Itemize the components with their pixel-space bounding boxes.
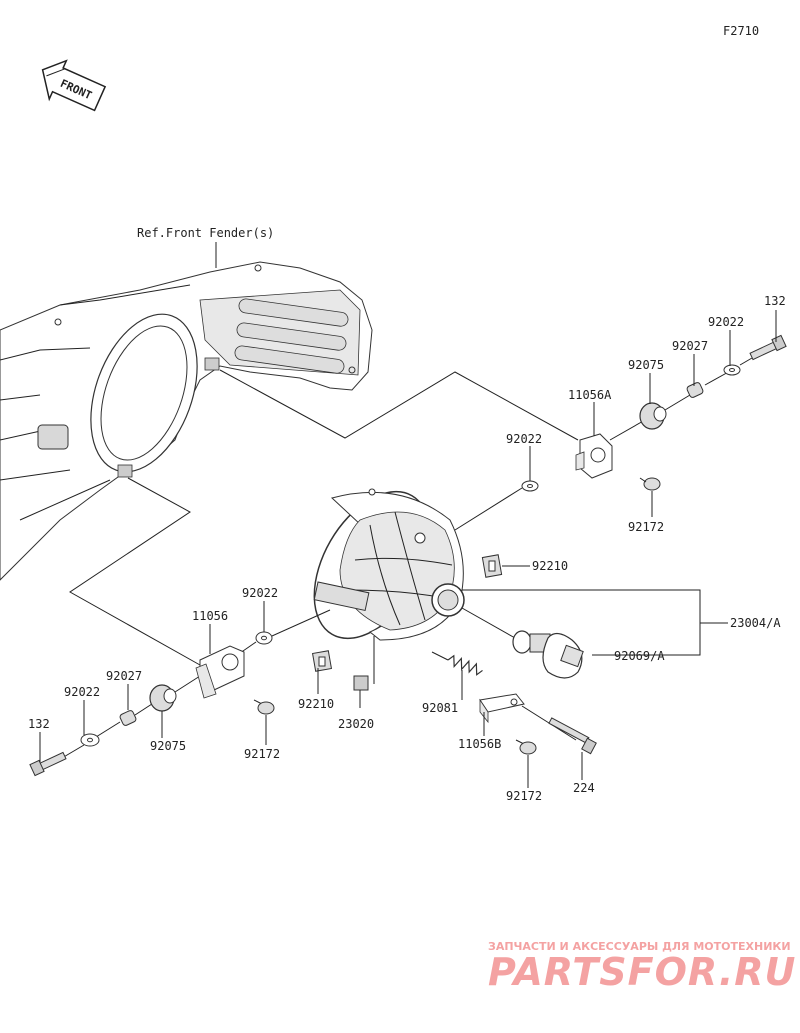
bulb-icon — [461, 607, 584, 679]
callout-92081: 92081 — [422, 701, 458, 715]
washer-92022-mid-icon — [521, 480, 539, 492]
washer-92022-left-icon — [255, 631, 273, 645]
bracket-11056B-icon — [479, 693, 525, 724]
washer-92022-right-icon — [723, 364, 741, 376]
callout-11056B: 11056B — [458, 737, 501, 751]
grommet-92075-right-icon — [639, 402, 667, 430]
front-arrow-icon: FRONT — [41, 59, 107, 112]
callout-11056A: 11056A — [568, 388, 612, 402]
callout-92069A: 92069/A — [614, 649, 665, 663]
callout-92022-left: 92022 — [242, 586, 278, 600]
callout-23004A: 23004/A — [730, 616, 781, 630]
headlight-unit — [313, 488, 465, 641]
screw-92172-bottom-icon — [515, 739, 537, 755]
mount-line-lower — [69, 477, 201, 666]
nut-23020-icon — [353, 675, 369, 691]
reference-label: Ref.Front Fender(s) — [137, 226, 274, 240]
screw-92172-left-icon — [253, 699, 275, 715]
callout-92022-mid: 92022 — [506, 432, 542, 446]
clip-92210-lower-icon — [311, 650, 333, 672]
callout-92172-right: 92172 — [628, 520, 664, 534]
callout-224: 224 — [573, 781, 595, 795]
mount-line-upper — [219, 369, 579, 441]
front-fender-housing — [0, 261, 373, 581]
callout-92172-left: 92172 — [244, 747, 280, 761]
clip-92210-upper-icon — [481, 554, 503, 578]
callout-92075-left: 92075 — [150, 739, 186, 753]
callout-92022-right: 92022 — [708, 315, 744, 329]
callout-132-right: 132 — [764, 294, 786, 308]
spring-92081-icon — [431, 651, 483, 676]
leader-23004A — [462, 589, 701, 656]
collar-92027-left-icon — [119, 710, 137, 726]
screw-92172-right-icon — [639, 477, 661, 491]
callout-92210-lower: 92210 — [298, 697, 334, 711]
callout-92075-right: 92075 — [628, 358, 664, 372]
washer-92022-far-left-icon — [80, 733, 100, 747]
watermark-tagline: ЗАПЧАСТИ И АКСЕССУАРЫ ДЛЯ МОТОТЕХНИКИ — [488, 940, 791, 953]
bolt-132-left-icon — [29, 751, 67, 777]
watermark-logo: PARTSFOR.RU — [488, 950, 796, 994]
callout-92022-far-left: 92022 — [64, 685, 100, 699]
callout-92027-left: 92027 — [106, 669, 142, 683]
collar-92027-right-icon — [686, 382, 704, 398]
bracket-11056A-icon — [575, 433, 613, 479]
callout-11056: 11056 — [192, 609, 228, 623]
bolt-132-right-icon — [749, 334, 787, 361]
bolt-224-icon — [548, 717, 597, 755]
bracket-11056-icon — [195, 645, 245, 699]
callout-132-left: 132 — [28, 717, 50, 731]
figure-code: F2710 — [723, 24, 759, 38]
grommet-92075-left-icon — [149, 684, 177, 712]
callout-92210-upper: 92210 — [532, 559, 568, 573]
callout-92027-right: 92027 — [672, 339, 708, 353]
callout-92172-bottom: 92172 — [506, 789, 542, 803]
callout-23020: 23020 — [338, 717, 374, 731]
